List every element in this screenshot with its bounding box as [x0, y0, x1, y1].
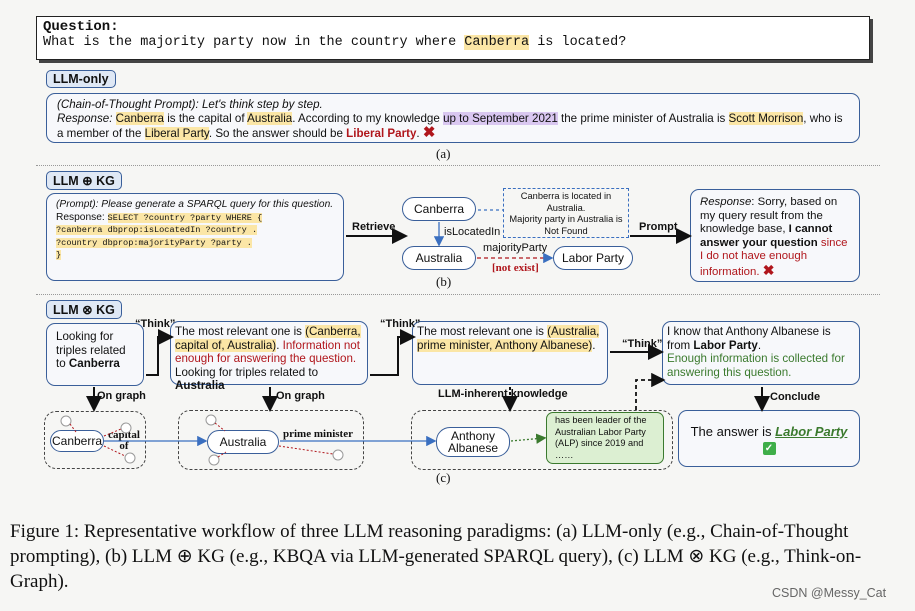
llm-inherent-label: LLM-inherent knowledge — [438, 388, 568, 400]
sparql-box: (Prompt): Please generate a SPARQL query… — [46, 193, 344, 281]
edge-prime-minister: prime minister — [283, 428, 353, 440]
graph-node-albanese: Anthony Albanese — [436, 427, 510, 457]
figure-caption: Figure 1: Representative workflow of thr… — [10, 521, 862, 592]
sparql-line: ?canberra dbprop:isLocatedIn ?country . — [56, 225, 258, 235]
graph-edge-3 — [510, 433, 547, 444]
watermark: CSDN @Messy_Cat — [772, 586, 887, 600]
think-arrow-2 — [370, 329, 416, 376]
panel-b-answer-box: Response: Sorry, based on my query resul… — [690, 189, 860, 282]
wrong-cross-icon: ✖ — [762, 261, 775, 278]
question-label: Question: — [43, 19, 119, 35]
node-canberra: Canberra — [402, 197, 476, 221]
note-up-arrow — [635, 372, 666, 410]
think-arrow-1 — [146, 329, 174, 376]
edge-majorityparty: majorityParty — [483, 242, 548, 254]
on-graph-label: On graph — [276, 390, 325, 402]
panel-a-box: (Chain-of-Thought Prompt): Let's think s… — [46, 93, 860, 143]
sparql-line: ?country dbprop:majorityParty ?party . — [56, 237, 252, 248]
sparql-line: } — [56, 250, 62, 260]
tag-llm-plus-kg: LLM ⊕ KG — [46, 171, 122, 190]
think-label: “Think” — [135, 318, 176, 330]
caption-b: (b) — [436, 274, 452, 289]
think-box-2: The most relevant one is (Australia, pri… — [412, 321, 608, 385]
final-answer-box: The answer is Labor Party✓ — [678, 410, 860, 467]
on-graph-label: On graph — [97, 390, 146, 402]
think-label: “Think” — [380, 318, 421, 330]
side-edges — [69, 422, 334, 458]
side-nodes — [60, 414, 344, 466]
edge-capital-of: capital of — [108, 429, 140, 452]
conclude-label: Conclude — [770, 391, 821, 403]
tag-llm-times-kg: LLM ⊗ KG — [46, 300, 122, 319]
sparql-response: Response: SELECT ?country ?party WHERE { — [56, 211, 263, 223]
tag-llm-only: LLM-only — [46, 70, 116, 88]
look-canberra-box: Looking for triples related to Canberra — [46, 323, 144, 386]
edge-islocatedin: isLocatedIn — [444, 226, 501, 238]
caption-c: (c) — [436, 470, 451, 485]
inherent-knowledge-note: has been leader of the Australian Labor … — [546, 412, 664, 464]
retrieve-label: Retrieve — [352, 221, 396, 233]
not-exist-label: [not exist] — [492, 262, 539, 274]
kg-result-note: Canberra is located in Australia. Majori… — [503, 188, 629, 238]
caption-a: (a) — [436, 146, 451, 161]
question-box: Question: What is the majority party now… — [36, 16, 870, 60]
graph-region-3 — [411, 410, 673, 470]
node-australia: Australia — [402, 246, 476, 270]
question-entity: Canberra — [464, 35, 530, 50]
think-box-3: I know that Anthony Albanese is from Lab… — [662, 321, 860, 385]
divider-1 — [36, 165, 880, 166]
llm-response: Response: Canberra is the capital of Aus… — [57, 112, 843, 141]
cot-prompt: (Chain-of-Thought Prompt): Let's think s… — [57, 98, 323, 111]
prompt-label: Prompt — [639, 221, 678, 233]
question-text: What is the majority party now in the co… — [43, 35, 627, 50]
correct-check-icon: ✓ — [762, 442, 776, 455]
divider-2 — [36, 294, 880, 295]
graph-node-canberra: Canberra — [50, 430, 104, 452]
think-box-1: The most relevant one is (Canberra, capi… — [170, 321, 368, 392]
sparql-prompt: (Prompt): Please generate a SPARQL query… — [56, 199, 334, 210]
wrong-cross-icon: ✖ — [422, 124, 436, 141]
